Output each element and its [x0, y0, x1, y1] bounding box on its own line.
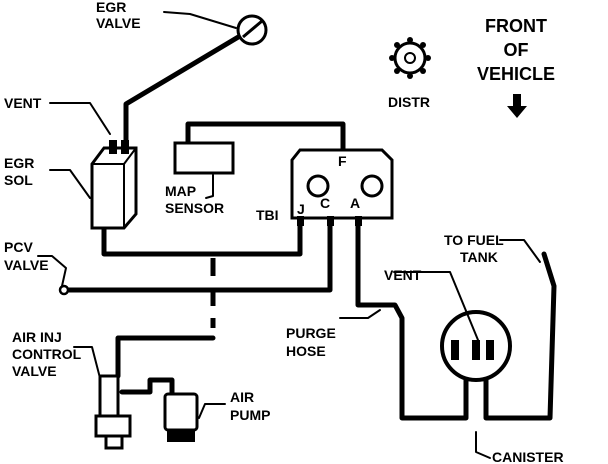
- tbi-label: TBI: [256, 207, 279, 223]
- vent-left-label: VENT: [4, 95, 42, 111]
- air-inj-control-valve: [94, 374, 175, 450]
- air-inj-label-line3: VALVE: [12, 363, 57, 379]
- tbi-throttle-body: [290, 148, 394, 226]
- front-of-vehicle-line3: VEHICLE: [477, 64, 555, 84]
- pcv-valve: [58, 284, 70, 296]
- air-pump-label-line2: PUMP: [230, 407, 270, 423]
- air-inj-label-line1: AIR INJ: [12, 329, 62, 345]
- front-of-vehicle-line2: OF: [504, 40, 529, 60]
- egr-valve-label-line1: EGR: [96, 0, 126, 15]
- egr-valve: [236, 14, 268, 46]
- pcv-valve-label-line2: VALVE: [4, 257, 49, 273]
- purge-hose-label-line2: HOSE: [286, 343, 326, 359]
- egr-sol-to-tbi-hose: [101, 218, 303, 257]
- egr-valve-label-line2: VALVE: [96, 15, 141, 31]
- to-fuel-tank-label-line2: TANK: [460, 249, 498, 265]
- egr-sol-label-line2: SOL: [4, 172, 33, 188]
- pcv-valve-label-line1: PCV: [4, 239, 33, 255]
- map-sensor-label-line1: MAP: [165, 183, 196, 199]
- air-pump-label-line1: AIR: [230, 389, 254, 405]
- air-inj-label-line2: CONTROL: [12, 346, 82, 362]
- purge-hose: [355, 218, 469, 421]
- egr-sol-label-line1: EGR: [4, 155, 34, 171]
- distr-label: DISTR: [388, 94, 430, 110]
- vent-right-label: VENT: [384, 267, 422, 283]
- distributor-icon: [389, 37, 431, 79]
- tbi-port-a-label: A: [350, 195, 360, 211]
- purge-hose-label-line1: PURGE: [286, 325, 336, 341]
- map-sensor: [173, 141, 235, 175]
- canister-label: CANISTER: [492, 449, 564, 464]
- tbi-port-c-label: C: [320, 195, 330, 211]
- to-fuel-tank-label-line1: TO FUEL: [444, 232, 504, 248]
- front-direction-arrow-icon: [507, 94, 527, 118]
- leader-lines: [37, 11, 541, 459]
- front-of-vehicle-line1: FRONT: [485, 16, 547, 36]
- egr-valve-hose: [123, 33, 243, 151]
- tbi-port-j-label: J: [297, 201, 305, 217]
- map-sensor-hose: [185, 121, 346, 155]
- tbi-port-f-label: F: [338, 153, 347, 169]
- air-pump: [163, 392, 199, 442]
- map-sensor-label-line2: SENSOR: [165, 200, 224, 216]
- pcv-to-tbi-hose: [62, 218, 333, 293]
- air-inj-feed-hose: [115, 335, 216, 379]
- egr-solenoid: [90, 140, 138, 230]
- charcoal-canister: [440, 310, 512, 382]
- fuel-tank-hose: [483, 251, 557, 421]
